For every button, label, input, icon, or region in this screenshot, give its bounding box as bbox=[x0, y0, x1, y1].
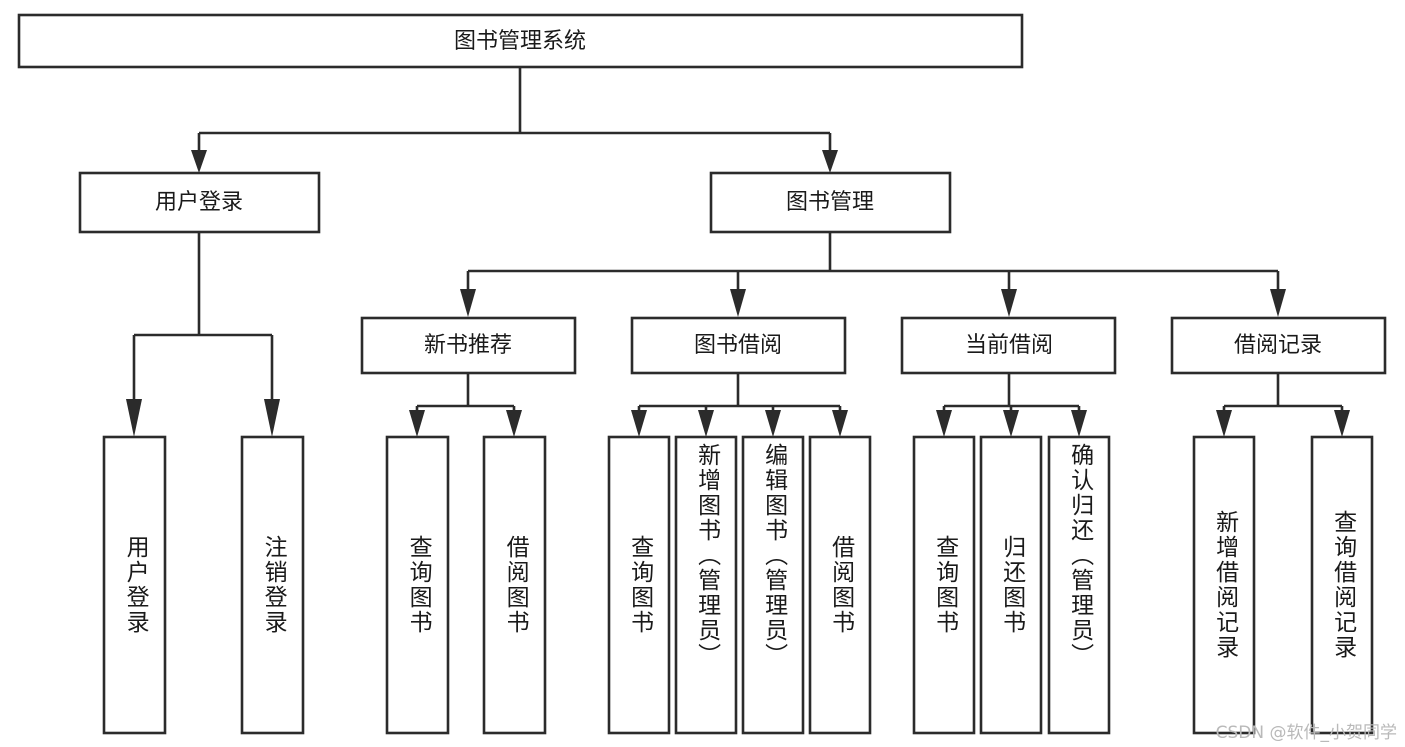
node-leaf-query-book-1-box[interactable] bbox=[385, 435, 450, 735]
node-new-book-recommend[interactable]: 新书推荐 bbox=[360, 316, 577, 375]
node-current-borrow-label: 当前借阅 bbox=[965, 333, 1053, 358]
node-leaf-add-book-box[interactable] bbox=[674, 435, 738, 735]
node-root[interactable]: 图书管理系统 bbox=[17, 13, 1024, 69]
node-book-manage-box[interactable] bbox=[709, 171, 952, 234]
node-borrow-record-label: 借阅记录 bbox=[1234, 333, 1322, 358]
node-book-borrow-label: 图书借阅 bbox=[694, 333, 782, 358]
node-root-box[interactable] bbox=[17, 13, 1024, 69]
node-leaf-edit-book-box[interactable] bbox=[741, 435, 805, 735]
arrow-head-leaf-query-book-2 bbox=[631, 410, 647, 437]
node-book-borrow[interactable]: 图书借阅 bbox=[630, 316, 847, 375]
arrow-head-leaf-user-login bbox=[126, 399, 142, 437]
arrow-head-leaf-borrow-book-1 bbox=[506, 410, 522, 437]
arrow-head-book-manage bbox=[822, 150, 838, 173]
node-leaf-return-book-box[interactable] bbox=[979, 435, 1043, 735]
connector-group-new-book-recommend bbox=[409, 373, 522, 437]
node-leaf-add-record-box[interactable] bbox=[1192, 435, 1256, 735]
arrow-head-leaf-return-book bbox=[1003, 410, 1019, 437]
arrow-head-current-borrow bbox=[1001, 289, 1017, 317]
node-leaf-borrow-book-1-box[interactable] bbox=[482, 435, 547, 735]
arrow-head-leaf-query-record bbox=[1334, 410, 1350, 437]
node-root-label: 图书管理系统 bbox=[454, 29, 586, 54]
node-book-borrow-box[interactable] bbox=[630, 316, 847, 375]
arrow-head-leaf-add-record bbox=[1216, 410, 1232, 437]
arrow-head-leaf-borrow-book-2 bbox=[832, 410, 848, 437]
arrow-head-leaf-query-book-3 bbox=[936, 410, 952, 437]
node-book-manage[interactable]: 图书管理 bbox=[709, 171, 952, 234]
node-leaf-query-book-2-box[interactable] bbox=[607, 435, 671, 735]
arrow-head-leaf-add-book bbox=[698, 410, 714, 437]
arrow-head-user-login bbox=[191, 150, 207, 173]
arrow-head-leaf-query-book-1 bbox=[409, 410, 425, 437]
connector-group-borrow-record bbox=[1216, 373, 1350, 437]
node-user-login-label: 用户登录 bbox=[155, 190, 243, 215]
connector-group-current-borrow bbox=[936, 373, 1087, 437]
arrow-head-leaf-logout-login bbox=[264, 399, 280, 437]
node-user-login[interactable]: 用户登录 bbox=[78, 171, 321, 234]
connector-group-book-manage bbox=[460, 232, 1286, 317]
node-leaf-query-record-box[interactable] bbox=[1310, 435, 1374, 735]
connector-group-root bbox=[191, 67, 838, 173]
node-leaf-query-book-3-box[interactable] bbox=[912, 435, 976, 735]
node-new-book-recommend-label: 新书推荐 bbox=[424, 333, 512, 358]
watermark-text: CSDN @软件_小贺同学 bbox=[1215, 723, 1397, 743]
arrow-head-new-book-recommend bbox=[460, 289, 476, 317]
node-current-borrow-box[interactable] bbox=[900, 316, 1117, 375]
arrow-head-book-borrow bbox=[730, 289, 746, 317]
node-leaf-borrow-book-2-box[interactable] bbox=[808, 435, 872, 735]
node-new-book-recommend-box[interactable] bbox=[360, 316, 577, 375]
node-user-login-box[interactable] bbox=[78, 171, 321, 234]
node-leaf-confirm-return-box[interactable] bbox=[1047, 435, 1111, 735]
connector-group-book-borrow bbox=[631, 373, 848, 437]
arrow-head-leaf-edit-book bbox=[765, 410, 781, 437]
node-current-borrow[interactable]: 当前借阅 bbox=[900, 316, 1117, 375]
arrow-head-leaf-confirm-return bbox=[1071, 410, 1087, 437]
node-leaf-user-login-box[interactable] bbox=[102, 435, 167, 735]
node-leaf-logout-login-box[interactable] bbox=[240, 435, 305, 735]
node-book-manage-label: 图书管理 bbox=[786, 190, 874, 215]
node-borrow-record-box[interactable] bbox=[1170, 316, 1387, 375]
node-borrow-record[interactable]: 借阅记录 bbox=[1170, 316, 1387, 375]
arrow-head-borrow-record bbox=[1270, 289, 1286, 317]
connector-group-user-login bbox=[126, 232, 280, 437]
